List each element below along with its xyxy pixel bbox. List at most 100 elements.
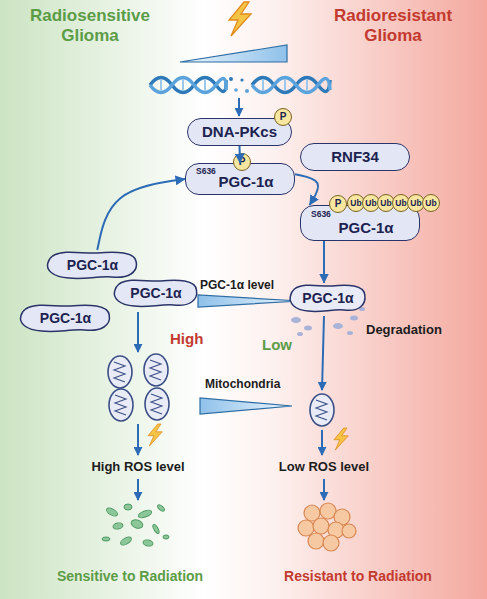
mitochondrion xyxy=(144,354,168,386)
protein-blob: PGC-1α xyxy=(18,303,113,333)
fragment xyxy=(304,326,312,331)
dna-break-dot xyxy=(240,78,243,81)
flow-arrow xyxy=(137,479,139,500)
protein-blob: PGC-1α xyxy=(112,278,200,308)
mitochondrion xyxy=(145,388,169,420)
cell-fragment xyxy=(102,537,110,541)
mark-label: Ub xyxy=(423,195,439,211)
dna-rung xyxy=(160,79,162,91)
fragment xyxy=(347,331,353,335)
degrading-protein-blob: PGC-1α xyxy=(288,283,368,313)
cell xyxy=(298,520,314,536)
flow-arrow xyxy=(238,98,240,116)
flow-arrow xyxy=(137,424,139,455)
cell xyxy=(323,535,339,551)
flow-arrow xyxy=(97,179,185,250)
node-label: PGC-1α xyxy=(112,278,200,308)
dna-break-dot xyxy=(234,88,238,92)
flow-arrow xyxy=(137,312,139,352)
group-heading: Radioresistant Glioma xyxy=(308,6,478,45)
cell-fragment xyxy=(130,518,144,530)
mitochondria-wedge xyxy=(200,398,292,414)
flow-arrow xyxy=(323,479,325,500)
dying-cells xyxy=(102,504,169,547)
ubiquitin-mark: Ub xyxy=(422,194,440,212)
dna-rung xyxy=(306,79,308,91)
outcome-label: Low ROS level xyxy=(254,460,394,475)
ligase-box: RNF34 xyxy=(300,143,410,171)
phospho-mark: P xyxy=(274,108,292,126)
axis-note: PGC-1α level xyxy=(200,279,310,293)
cell xyxy=(342,524,356,538)
dna-rung xyxy=(262,79,264,91)
dna-rung xyxy=(182,79,184,91)
cell-fragment xyxy=(143,539,154,547)
phospho-mark: P xyxy=(233,153,251,171)
cell-fragment xyxy=(124,504,132,510)
level-note: Low xyxy=(262,336,312,353)
dna-rung xyxy=(204,79,206,91)
fragment xyxy=(291,317,301,323)
radiation-bolt xyxy=(148,424,162,446)
radiation-bolt xyxy=(229,2,251,36)
node-label: PGC-1α xyxy=(45,250,140,280)
node-label: PGC-1α xyxy=(18,303,113,333)
mark-label: P xyxy=(330,196,346,212)
node-label: DNA-PKcs xyxy=(188,123,291,141)
phospho-mark: P xyxy=(329,195,347,213)
dna-break-dot xyxy=(245,89,249,93)
protein-box: PGC-1αS636P xyxy=(185,163,295,195)
cell-fragment xyxy=(157,504,166,512)
mark-label: P xyxy=(275,109,291,125)
cell xyxy=(308,533,324,549)
node-label: PGC-1α xyxy=(288,283,368,313)
flow-arrow xyxy=(321,430,323,455)
level-note: High xyxy=(170,330,220,347)
axis-note: Mitochondria xyxy=(205,378,315,392)
process-note: Degradation xyxy=(366,323,476,338)
dna-helix xyxy=(150,77,330,93)
cell-fragment xyxy=(113,522,124,530)
flow-arrow xyxy=(322,316,324,390)
protein-blob: PGC-1α xyxy=(45,250,140,280)
mark-label: P xyxy=(234,154,250,170)
dose-wedge xyxy=(180,45,287,62)
dna-strand xyxy=(150,78,226,93)
outcome-label: High ROS level xyxy=(68,460,208,475)
mitochondrion xyxy=(108,356,132,388)
group-heading: Radiosensitive Glioma xyxy=(10,6,170,45)
level-wedge xyxy=(198,295,300,307)
cell-fragment xyxy=(163,535,169,539)
fragment xyxy=(350,316,358,321)
mitochondrion xyxy=(310,394,334,426)
site-label: S636 xyxy=(196,166,216,176)
dna-rung xyxy=(284,79,286,91)
mitochondrion xyxy=(109,389,133,421)
cell-fragment xyxy=(152,524,160,535)
cell-fragment xyxy=(119,535,132,546)
node-label: RNF34 xyxy=(301,148,409,166)
site-label: S636 xyxy=(311,209,331,219)
result-label: Sensitive to Radiation xyxy=(20,568,240,584)
dna-strand xyxy=(150,78,226,93)
flow-arrow xyxy=(295,174,318,205)
result-label: Resistant to Radiation xyxy=(248,568,468,584)
cell xyxy=(313,518,329,534)
cell-fragment xyxy=(137,509,152,519)
ubiquitinated-protein-box: PGC-1αS636PUbUbUbUbUbUb xyxy=(300,205,420,241)
kinase-box: DNA-PKcsP xyxy=(187,118,292,146)
fragment xyxy=(333,323,343,329)
dna-break-dot xyxy=(229,77,233,81)
fragment xyxy=(297,332,303,336)
radiation-bolt xyxy=(334,428,348,450)
node-label: PGC-1α xyxy=(301,219,419,237)
dna-strand xyxy=(252,78,330,93)
flow-arrow xyxy=(323,241,325,283)
surviving-cells xyxy=(298,503,356,551)
dna-strand xyxy=(252,78,330,93)
cell-fragment xyxy=(105,506,118,517)
